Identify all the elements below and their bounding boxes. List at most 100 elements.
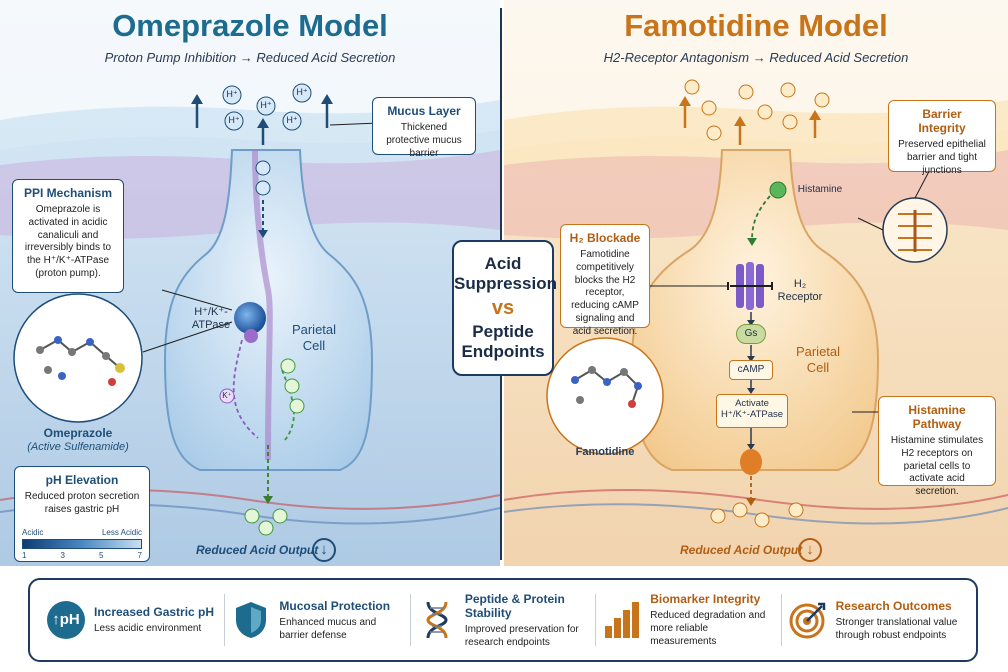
ion-k-label: K⁺ [222, 391, 232, 400]
left-reduced-acid-output: Reduced Acid Output [196, 543, 319, 557]
center-line: Peptide [472, 321, 534, 341]
down-arrow-icon: ↓ [312, 538, 336, 562]
proton-pump [142, 289, 266, 353]
left-h-ions [219, 83, 312, 536]
ion-h-label: H⁺ [228, 115, 240, 125]
ion-h-label: H⁺ [226, 89, 238, 99]
h2-blockade-text: Famotidine competitively blocks the H2 r… [571, 249, 639, 337]
outcome-title: Biomarker Integrity [650, 592, 761, 606]
famotidine-subtitle: H2-Receptor Antagonism → Reduced Acid Se… [603, 50, 909, 65]
comparison-center-box: Acid Suppression vs Peptide Endpoints [452, 240, 557, 376]
ph-tick: 1 [22, 551, 27, 560]
h2-blockade-callout: H₂ Blockade Famotidine competitively blo… [560, 224, 650, 337]
ppi-mechanism-title: PPI Mechanism [23, 186, 113, 200]
outcome-text: Reduced degradation and more reliable me… [650, 610, 766, 647]
dna-icon [417, 600, 457, 640]
shield-icon [231, 600, 271, 640]
ion-h-label: H⁺ [260, 100, 272, 110]
outcome-item: Peptide & Protein Stability Improved pre… [411, 592, 595, 649]
ph-icon-text: ↑pH [47, 601, 85, 639]
ppi-mechanism-text: Omeprazole is activated in acidic canali… [24, 204, 112, 279]
separator [780, 594, 782, 646]
activate-atpase-box: Activate H⁺/K⁺-ATPase [716, 394, 788, 428]
left-proton-arrows [191, 94, 333, 238]
histamine-molecule [747, 181, 787, 246]
histamine-label: Histamine [797, 184, 843, 195]
down-arrow-icon: ↓ [798, 538, 822, 562]
ppi-mechanism-callout: PPI Mechanism Omeprazole is activated in… [12, 179, 124, 293]
ph-tick: 7 [137, 551, 142, 560]
mucus-layer-text: Thickened protective mucus barrier [386, 122, 462, 159]
omeprazole-subtitle: Proton Pump Inhibition → Reduced Acid Se… [104, 50, 396, 65]
camp-box: cAMP [729, 360, 773, 380]
ph-icon: ↑pH [46, 600, 86, 640]
bar-chart-icon [602, 600, 642, 640]
outcome-item: Biomarker Integrity Reduced degradation … [596, 592, 780, 648]
left-tissue [0, 100, 501, 566]
outcomes-bar: ↑pH Increased Gastric pH Less acidic env… [28, 578, 978, 662]
signal-cascade [740, 312, 762, 506]
famotidine-name: Famotidine [575, 446, 635, 458]
right-parietal-cell-label: Parietal Cell [790, 344, 846, 377]
histamine-pathway-title: Histamine Pathway [908, 403, 966, 431]
ph-tick: 3 [60, 551, 65, 560]
outcome-title: Peptide & Protein Stability [464, 591, 565, 620]
center-vs: vs [491, 296, 515, 319]
omeprazole-subname: (Active Sulfenamide) [27, 441, 129, 453]
outcome-title: Research Outcomes [835, 598, 952, 613]
activate-line: H⁺/K⁺-ATPase [720, 409, 784, 421]
ph-elevation-text: Reduced proton secretion raises gastric … [24, 491, 140, 515]
barrier-integrity-title: Barrier Integrity [918, 107, 966, 135]
outcome-text: Improved preservation for research endpo… [464, 623, 579, 648]
cell-label-line: Parietal [291, 322, 337, 337]
ph-tick: 5 [99, 551, 104, 560]
left-ion-paths [232, 339, 295, 504]
activate-line: Activate [735, 398, 769, 409]
right-proton-arrows [679, 96, 821, 145]
mucus-layer-callout: Mucus Layer Thickened protective mucus b… [372, 97, 476, 159]
ph-scale: Acidic Less Acidic 1 3 5 7 [22, 528, 142, 560]
center-line: Acid [484, 254, 522, 273]
famotidine-title: Famotidine Model [624, 8, 888, 43]
cell-label-line: Parietal [795, 344, 841, 359]
cell-label-line: Cell [806, 360, 830, 376]
ph-elevation-title: pH Elevation [45, 473, 119, 487]
omeprazole-molecule [13, 293, 143, 423]
ion-h-label: H⁺ [296, 87, 308, 97]
ph-gradient-bar [22, 539, 142, 549]
cell-label-line: Cell [302, 338, 326, 354]
histamine-pathway-callout: Histamine Pathway Histamine stimulates H… [878, 396, 996, 497]
center-line: Endpoints [461, 342, 545, 362]
outcome-item: ↑pH Increased Gastric pH Less acidic env… [40, 600, 224, 640]
right-h-ions [684, 79, 830, 528]
separator [409, 594, 411, 646]
receptor-label-line: Receptor [777, 291, 823, 304]
outcome-text: Stronger translational value through rob… [835, 616, 958, 641]
omeprazole-title: Omeprazole Model [112, 8, 388, 43]
ion-h-label: H⁺ [286, 115, 298, 125]
outcome-item: Mucosal Protection Enhanced mucus and ba… [225, 599, 409, 642]
right-reduced-acid-output: Reduced Acid Output [680, 543, 803, 557]
outcome-title: Mucosal Protection [279, 598, 391, 613]
atpase-label: H⁺/K⁺-ATPase [191, 306, 231, 332]
gs-protein: Gs [736, 324, 766, 344]
barrier-integrity-callout: Barrier Integrity Preserved epithelial b… [888, 100, 996, 176]
outcome-title: Increased Gastric pH [94, 605, 215, 619]
h2-receptor [648, 262, 773, 310]
h2-blockade-title: H₂ Blockade [569, 231, 641, 245]
barrier-integrity-text: Preserved epithelial barrier and tight j… [898, 139, 986, 176]
omeprazole-name: Omeprazole [43, 426, 113, 440]
outcome-text: Less acidic environment [94, 623, 202, 634]
outcome-item: Research Outcomes Stronger translational… [782, 599, 966, 642]
separator [224, 594, 226, 646]
center-line: Suppression [454, 274, 557, 294]
left-parietal-cell-label: Parietal Cell [282, 322, 346, 355]
tight-junction-zoom [857, 159, 948, 263]
famotidine-molecule [546, 337, 664, 455]
receptor-label-line: H₂ [793, 278, 807, 290]
ph-scale-right: Less Acidic [101, 528, 142, 537]
separator [595, 594, 597, 646]
histamine-pathway-text: Histamine stimulates H2 receptors on par… [890, 435, 984, 498]
outcome-text: Enhanced mucus and barrier defense [279, 616, 377, 641]
scene-illustration [0, 79, 1008, 566]
